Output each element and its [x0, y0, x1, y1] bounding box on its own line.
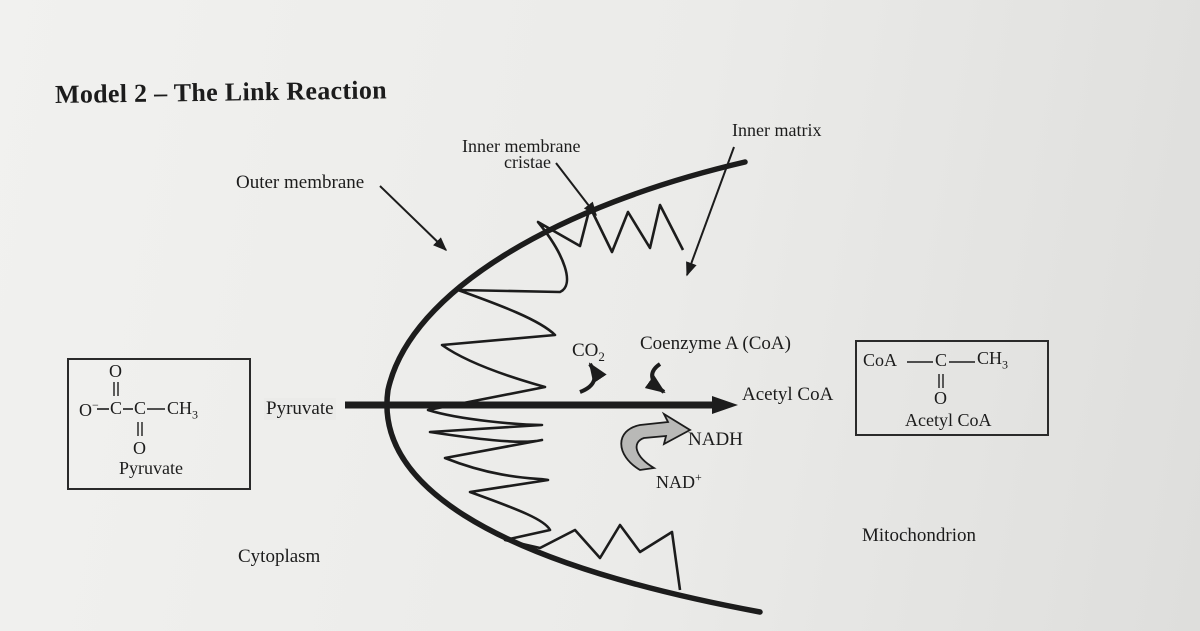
cristae-pointer: [555, 162, 597, 217]
acetyl-coa-product-label: Acetyl CoA: [742, 384, 834, 405]
coenzyme-a-label: Coenzyme A (CoA): [640, 333, 791, 354]
cytoplasm-label: Cytoplasm: [238, 546, 321, 567]
pyruvate-o-text: O: [79, 400, 92, 420]
pyruvate-subscript-3: 3: [192, 407, 199, 422]
co2-text: CO: [572, 340, 599, 361]
acetyl-coa-structure-box: CoA C CH3 O Acetyl CoA: [855, 340, 1049, 436]
pyruvate-carbon-1: C: [110, 398, 123, 418]
outer-membrane-arc: [384, 159, 763, 615]
nad-to-nadh-arrow: [620, 411, 692, 471]
cristae-label: cristae: [504, 152, 551, 172]
pyruvate-bottom-oxygen: O: [133, 438, 146, 458]
pyruvate-reaction-label: Pyruvate: [264, 398, 336, 420]
pyruvate-minus-charge: −: [92, 398, 99, 412]
inner-matrix-pointer: [686, 146, 735, 277]
mitochondrion-label: Mitochondrion: [862, 525, 976, 546]
pyruvate-caption: Pyruvate: [119, 458, 183, 478]
nad-label: NAD+: [656, 470, 702, 493]
reaction-arrowhead: [712, 396, 738, 414]
outer-membrane-label: Outer membrane: [236, 172, 365, 193]
pyruvate-ch-text: CH: [167, 398, 193, 418]
pyruvate-structure-box: O O− C C CH3 O Pyruvate: [67, 358, 251, 490]
acetyl-subscript-3: 3: [1002, 357, 1009, 372]
nadh-label: NADH: [688, 429, 743, 450]
inner-matrix-label: Inner matrix: [732, 120, 822, 140]
co2-label: CO2: [572, 340, 605, 365]
acetyl-coa-coa-group: CoA: [863, 350, 898, 370]
acetyl-coa-bonds: [907, 361, 975, 388]
acetyl-ch-text: CH: [977, 348, 1003, 368]
pyruvate-methyl: CH3: [167, 398, 198, 423]
acetyl-coa-carbon: C: [935, 350, 948, 370]
coa-arrow: [644, 362, 666, 394]
acetyl-coa-oxygen: O: [934, 388, 947, 408]
pyruvate-top-oxygen: O: [109, 361, 122, 381]
acetyl-coa-methyl: CH3: [977, 348, 1008, 373]
nad-text: NAD: [656, 472, 695, 492]
pyruvate-carboxylate-oxygen: O−: [79, 398, 99, 421]
co2-subscript: 2: [598, 348, 605, 364]
inner-membrane-folds: [426, 203, 685, 591]
co2-arrow: [579, 362, 607, 394]
outer-membrane-pointer: [379, 185, 448, 251]
inner-membrane-label: Inner membrane: [462, 136, 581, 156]
nad-superscript: +: [695, 470, 702, 484]
acetyl-coa-caption: Acetyl CoA: [905, 410, 992, 430]
pyruvate-bonds: [97, 382, 165, 436]
pyruvate-carbon-2: C: [134, 398, 147, 418]
